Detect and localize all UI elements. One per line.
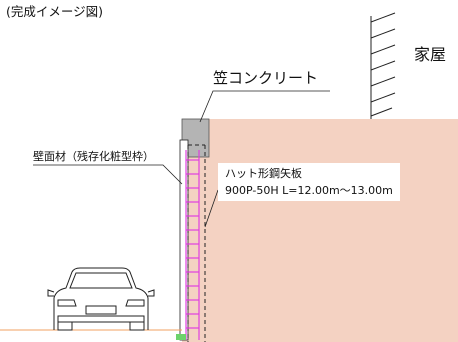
- diagram-caption: (完成イメージ図): [6, 4, 104, 19]
- sheet-pile-label-box: [218, 163, 400, 201]
- wall-panel: [179, 139, 189, 341]
- base-marker: [176, 334, 186, 340]
- wall-leader-line: [33, 164, 183, 185]
- soil-fill: [182, 119, 458, 342]
- sheet-pile-name-label: ハット形鋼矢板: [225, 167, 302, 180]
- cap-concrete-label: 笠コンクリート: [213, 69, 319, 87]
- house-outline: [370, 12, 396, 119]
- cap-leader-line: [199, 90, 330, 123]
- car-icon: [47, 267, 155, 331]
- wall-material-label: 壁面材（残存化粧型枠）: [33, 150, 154, 163]
- pile-leader-line: [204, 189, 219, 228]
- sheet-pile-spec-label: 900P-50H L=12.00m〜13.00m: [225, 184, 393, 197]
- house-label: 家屋: [414, 45, 447, 64]
- rebar-cage: [185, 150, 200, 340]
